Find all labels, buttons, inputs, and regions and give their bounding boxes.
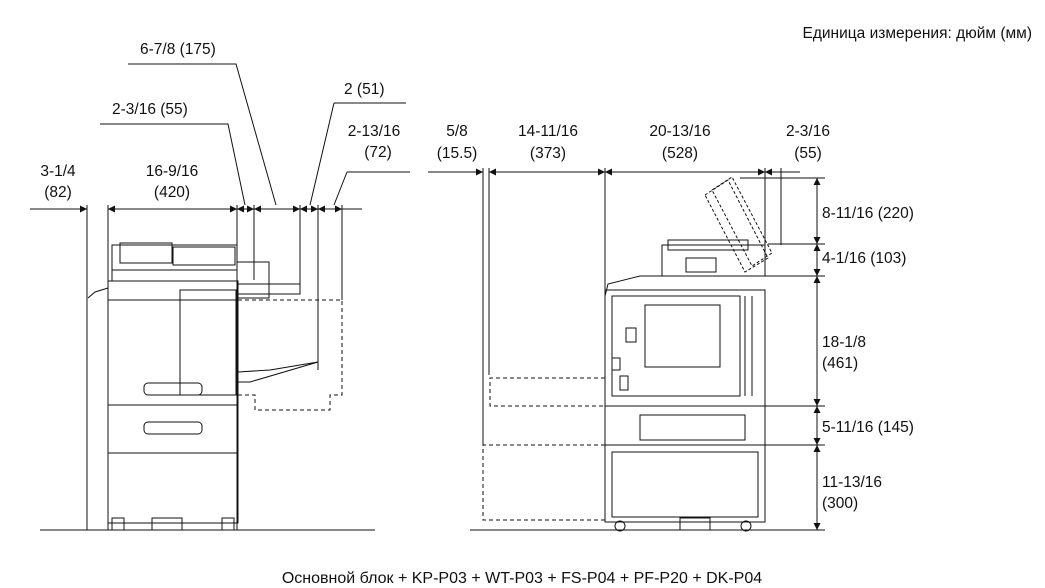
side-door-latch [625,327,637,343]
height-label: 4-1/16 (103) [822,250,906,267]
dim-label: (373) [530,145,566,162]
dim-label: 6-7/8 (175) [140,41,216,58]
dim-label: 14-11/16 [518,123,578,140]
dim-label: 2-3/16 [786,123,830,140]
dim-label: 5/8 [446,123,468,140]
dim-label: (420) [154,184,190,201]
front-leader-line [100,123,246,206]
side-panel-display [685,257,717,273]
front-exit-tray [237,361,319,383]
side-left-tray [604,275,662,297]
side-adf-top [667,239,749,251]
side-door-window [644,304,721,368]
front-leader-line [128,63,277,206]
height-label: (461) [822,355,858,372]
side-adf-open-dashed [704,176,773,273]
front-main-body [107,280,239,524]
height-label: 5-11/16 (145) [822,419,914,436]
configuration-caption: Основной блок + KP-P03 + WT-P03 + FS-P04… [282,570,762,587]
dim-label: 2-3/16 (55) [112,101,188,118]
side-view [428,168,825,532]
side-front-door [611,295,741,397]
dim-label: (82) [44,184,72,201]
height-label: 8-11/16 (220) [822,205,914,222]
side-door-latch [619,375,629,391]
side-caster [614,520,626,532]
dim-label: 16-9/16 [146,163,199,180]
front-output-tray [237,283,301,295]
dim-label: (55) [794,145,822,162]
dim-label: 2-13/16 [348,123,401,140]
front-view [30,63,410,531]
front-output-unit [236,261,270,299]
front-foot [111,517,125,531]
side-drawer-front [639,414,746,441]
front-adf [119,242,173,264]
front-finisher-dashed [238,299,343,411]
front-leader-line [309,102,335,206]
dim-label: 20-13/16 [649,123,710,140]
front-door-panel [179,289,237,396]
side-foot [679,517,711,531]
front-drawer-handle [143,421,203,435]
side-scanner [661,244,766,277]
height-label: 18-1/8 [822,334,866,351]
front-foot [221,517,235,531]
front-drawer-handle [143,382,203,396]
side-rear-unit-dashed [489,377,605,407]
side-door-latch [611,357,621,371]
dim-label: (72) [364,144,392,161]
front-foot [151,517,183,531]
front-left-tray [87,287,109,299]
front-leader-line [333,171,348,206]
dim-label: (528) [662,145,698,162]
height-label: 11-13/16 [822,474,882,491]
dim-label: (15.5) [437,145,478,162]
side-caster [740,520,752,532]
side-rear-unit-dashed [482,444,605,521]
front-adf-tray [172,246,236,266]
units-note: Единица измерения: дюйм (мм) [803,25,1033,42]
dim-label: 3-1/4 [40,163,76,180]
dim-label: 2 (51) [344,81,385,98]
side-cabinet-panel [611,451,759,518]
height-label: (300) [822,495,858,512]
